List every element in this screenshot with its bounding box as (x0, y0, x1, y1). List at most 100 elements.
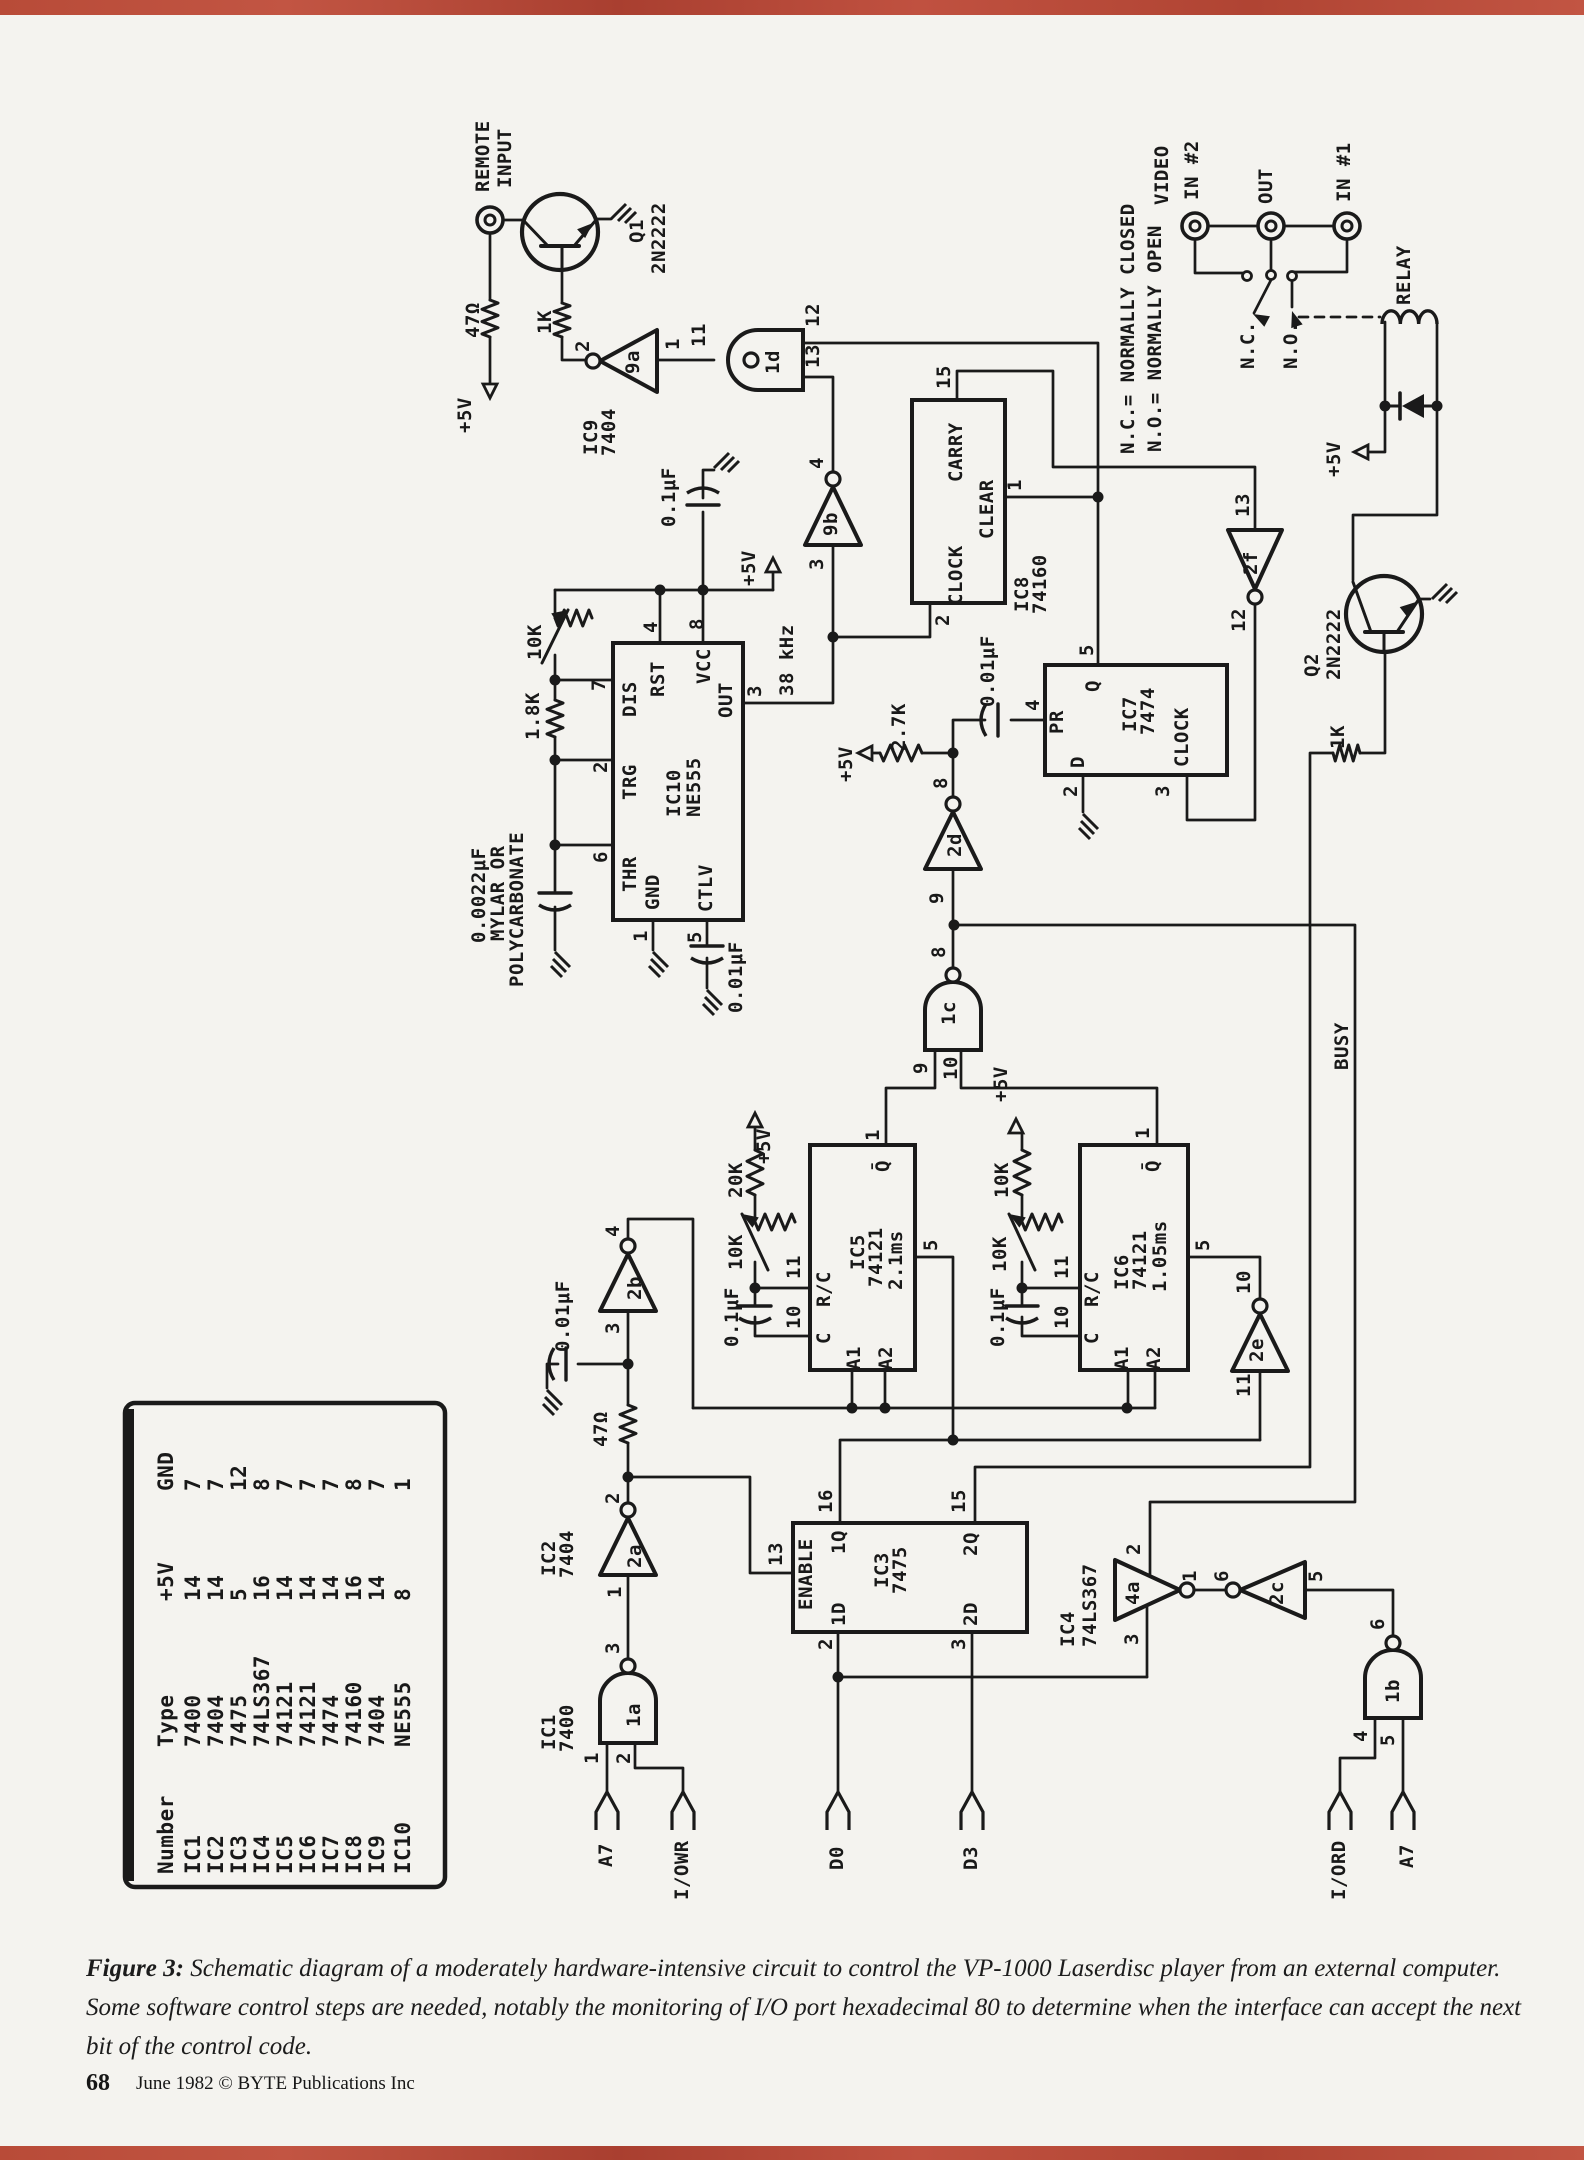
schematic-label: CLOCK (945, 545, 967, 605)
schematic-label: 10K (989, 1236, 1011, 1272)
ic-table-cell: 7404 (204, 1694, 228, 1747)
video-out-jack-outer (1256, 211, 1286, 241)
schematic-label: N.O. (1280, 321, 1302, 369)
schematic-label: 2 (602, 1492, 624, 1504)
schematic-label: OUT (1255, 168, 1277, 204)
ic-table-cell: IC8 (342, 1835, 366, 1874)
plus5v-arrow-icon (854, 743, 874, 763)
page-edge-top (0, 0, 1584, 15)
schematic-label: 5 (920, 1239, 942, 1251)
input-a7-2-icon (1390, 1788, 1416, 1830)
schematic-label: D3 (960, 1846, 982, 1870)
plus5v-arrow-icon (1350, 442, 1370, 462)
junction-dot (948, 919, 960, 931)
ic-table-spine (124, 1409, 134, 1881)
schematic-label: IC8 (1011, 576, 1033, 612)
plus5v-arrow-icon (480, 382, 500, 402)
wire (1186, 1255, 1262, 1301)
ic-table-cell: 74LS367 (250, 1655, 274, 1747)
arrowhead (742, 1214, 759, 1228)
schematic-label: IN #1 (1333, 142, 1355, 202)
ic6-74121-box (1078, 1143, 1190, 1372)
wire (913, 1255, 955, 1442)
ic-table-cell: 14 (273, 1575, 297, 1601)
schematic-label: 2N2222 (648, 202, 670, 274)
ic-table-cell: 8 (342, 1478, 366, 1491)
ic-table-cell: +5V (154, 1562, 178, 1601)
ic-table-cell: 7 (319, 1478, 343, 1491)
schematic-label: 74160 (1029, 554, 1051, 614)
wire (1012, 1148, 1032, 1197)
wire (1014, 1130, 1024, 1152)
inverter-2f-body (1226, 528, 1284, 591)
schematic-label: 4 (806, 457, 828, 469)
ic-table-cell: IC9 (365, 1835, 389, 1874)
schematic-label: CTLV (695, 864, 717, 912)
ic-table-cell: 16 (250, 1575, 274, 1601)
caption-text: Schematic diagram of a moderately hardwa… (86, 1955, 1522, 2060)
cap-plate (979, 703, 988, 737)
figure-caption: Figure 3: Schematic diagram of a moderat… (86, 1950, 1524, 2066)
wire (618, 1403, 638, 1445)
schematic-label: IC1 (538, 1714, 560, 1750)
schematic-label: TRG (619, 764, 641, 800)
bubble-icon (619, 1657, 637, 1675)
schematic-label: 1c (938, 1001, 960, 1025)
schematic-label: Q̄ (871, 1160, 894, 1172)
wire (801, 375, 835, 474)
wire (1361, 410, 1387, 454)
schematic-label: 0.01μF (977, 635, 999, 707)
schematic-label: +5V (753, 1128, 775, 1164)
schematic-label: IC4 (1057, 1611, 1079, 1647)
wire (552, 301, 572, 339)
bubble-icon (1178, 1581, 1196, 1599)
caption-label: Figure 3: (86, 1955, 184, 1982)
ic-table-cell: 16 (342, 1575, 366, 1601)
schematic-label: 1.8K (522, 692, 544, 740)
jack-center (1188, 219, 1202, 233)
ic-table-cell: 14 (365, 1575, 389, 1601)
wire (1193, 237, 1245, 275)
junction-dot (1379, 400, 1391, 412)
schematic-label: 5 (1305, 1570, 1327, 1582)
plus5v-arrow-icon (745, 1109, 765, 1129)
wire (753, 1212, 797, 1232)
schematic-label: 2.7K (888, 703, 910, 751)
wire (626, 1475, 795, 1575)
ic-table-cell: IC7 (319, 1835, 343, 1874)
input-iord-icon (1327, 1788, 1353, 1830)
schematic-label: 74LS367 (1079, 1563, 1101, 1647)
schematic-label: 1 (604, 1586, 626, 1598)
wire (952, 923, 1357, 1576)
schematic-label: 9a (622, 350, 644, 374)
bubble-icon (742, 351, 760, 369)
ic-table-cell: GND (154, 1452, 178, 1491)
ic-table-cell: 7474 (319, 1694, 343, 1747)
junction-dot (947, 747, 959, 759)
schematic-label: CARRY (945, 422, 967, 482)
ic-table-cell: 7400 (181, 1694, 205, 1747)
junction-dot (549, 754, 561, 766)
junction-dot (749, 1282, 761, 1294)
junction-dot (1092, 491, 1104, 503)
schematic-label: R/C (1081, 1271, 1103, 1307)
schematic-label: 6 (590, 851, 612, 863)
schematic-label: POLYCARBONATE (506, 832, 528, 987)
buffer-4a-body (1113, 1558, 1182, 1622)
schematic-label: 10 (1051, 1305, 1073, 1329)
wire (884, 1048, 937, 1147)
schematic-label: +5V (454, 397, 476, 433)
junction-dot (1431, 400, 1443, 412)
junction-dot (947, 1434, 959, 1446)
diode-icon (1402, 394, 1424, 418)
cap-plate (547, 1347, 556, 1381)
bubble-icon (1251, 1297, 1269, 1315)
schematic-label: 7 (588, 679, 610, 691)
schematic-label: +5V (990, 1066, 1012, 1102)
cap-plate (690, 956, 724, 965)
schematic-label: 1Q (828, 1530, 850, 1554)
ic-table-cell: 74121 (273, 1681, 297, 1747)
schematic-label: 2f (1240, 551, 1262, 575)
